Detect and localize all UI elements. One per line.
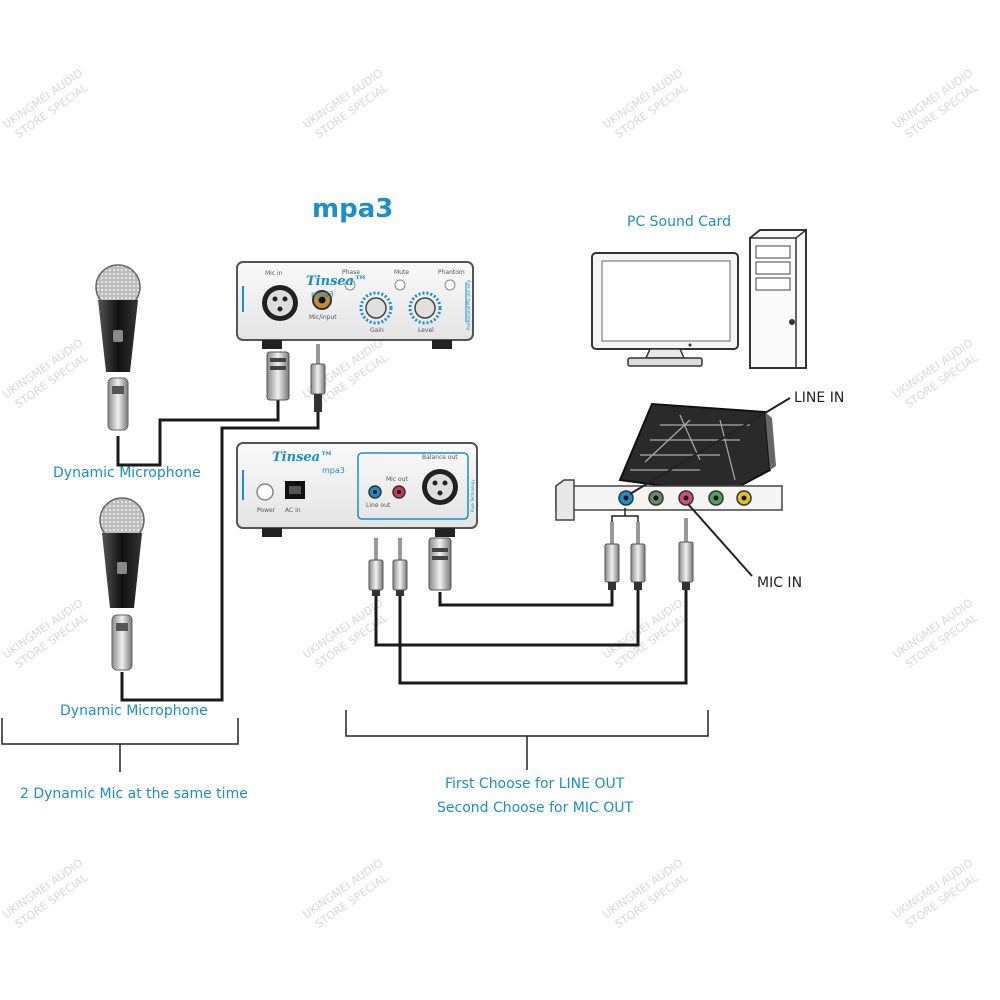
mic2-cable	[120, 412, 320, 702]
front-mute-label: Mute	[394, 269, 409, 276]
first-choose-caption: First Choose for LINE OUT	[445, 776, 625, 792]
back-line-out-label: Line out	[366, 502, 391, 509]
monitor	[591, 252, 739, 367]
two-mic-caption: 2 Dynamic Mic at the same time	[20, 786, 248, 802]
front-brand: Tinsea™	[306, 274, 367, 289]
front-level-label: Level	[418, 327, 434, 334]
front-phantom-label: Phantom	[438, 269, 465, 276]
pc-sound-card-label: PC Sound Card	[627, 214, 731, 230]
back-panel-plugs	[368, 537, 452, 596]
back-balance-out-label: Balance out	[422, 454, 458, 461]
sound-card-plugs	[604, 518, 694, 590]
front-side-text: Professional Mic pre amp	[466, 279, 471, 330]
mic1-cable	[116, 400, 280, 467]
second-choose-caption: Second Choose for MIC OUT	[437, 800, 634, 816]
front-model: mpa3	[311, 290, 334, 299]
right-brace	[345, 710, 709, 737]
front-mic-input-label: Mic/input	[309, 314, 337, 321]
balance-out-cable	[438, 590, 614, 607]
back-power-label: Power	[257, 507, 276, 514]
front-panel-plugs	[266, 344, 326, 412]
cables	[116, 400, 688, 702]
pc-tower	[749, 229, 807, 369]
mic-out-cable	[398, 590, 688, 685]
front-phase-label: Phase	[342, 269, 360, 276]
dynamic-microphone-label-1: Dynamic Microphone	[53, 465, 201, 481]
line-in-label: LINE IN	[794, 390, 845, 406]
mic-in-label: MIC IN	[757, 575, 803, 591]
mic-in-pointer	[687, 503, 753, 577]
front-gain-label: Gain	[370, 327, 384, 334]
front-mic-in-label: Mic in	[265, 270, 283, 277]
mpa3-back-panel	[236, 442, 478, 537]
page-title: mpa3	[312, 194, 394, 224]
left-brace	[1, 718, 239, 745]
mpa3-front-panel	[236, 261, 474, 349]
dynamic-microphone-1	[95, 264, 141, 431]
back-model: mpa3	[322, 466, 345, 475]
braces	[1, 710, 709, 772]
line-out-cable	[374, 590, 640, 647]
sound-card	[555, 397, 791, 577]
dynamic-microphone-label-2: Dynamic Microphone	[60, 703, 208, 719]
back-brand: Tinsea™	[272, 450, 333, 465]
back-mic-out-label: Mic out	[386, 476, 409, 483]
dynamic-microphone-2	[99, 497, 145, 671]
back-side-text: Pure Technology	[470, 479, 475, 512]
line-in-pointer	[629, 397, 791, 495]
back-ac-in-label: AC in	[285, 507, 301, 514]
